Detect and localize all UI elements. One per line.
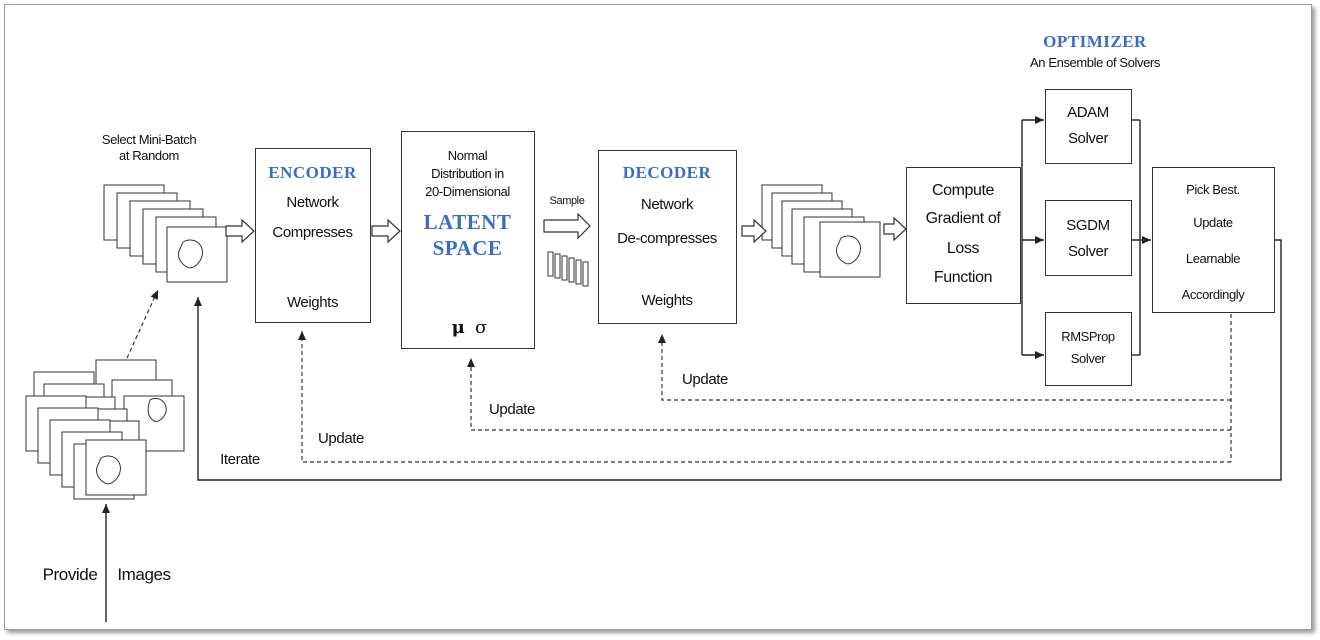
update-latent-label: Update (489, 401, 535, 418)
latent-title: LATENT (423, 210, 512, 234)
output-image-stack (761, 184, 881, 278)
solver-name: RMSProp (1061, 329, 1115, 344)
gradient-loss-text: Loss (946, 240, 980, 257)
flow-block-arrows (225, 212, 907, 244)
decoder-network-text: Network (640, 196, 694, 213)
rmsprop-solver-box: RMSProp Solver (1045, 312, 1132, 386)
update-decoder-label: Update (682, 371, 728, 388)
solver-word: Solver (1067, 243, 1109, 260)
optimizer-title: OPTIMIZER (1043, 32, 1147, 51)
select-minibatch-label: Select Mini-Batch at Random (101, 132, 197, 163)
update-encoder-label: Update (318, 430, 364, 447)
dashed-connectors (126, 289, 1232, 463)
encoder-title: ENCODER (268, 163, 357, 182)
solid-connectors (102, 116, 1282, 622)
pick-best-box: Pick Best. Update Learnable Accordingly (1152, 167, 1275, 313)
latent-normal-text: Normal (447, 148, 488, 163)
encoder-weights-text: Weights (286, 294, 339, 311)
optimizer-subtitle: An Ensemble of Solvers (1030, 55, 1160, 70)
gradient-function-text: Function (933, 269, 993, 286)
solver-word: Solver (1070, 351, 1106, 366)
latent-dimensional-text: 20-Dimensional (425, 184, 510, 199)
sgdm-solver-box: SGDM Solver (1045, 200, 1132, 276)
encoder-box: ENCODER Network Compresses Weights (255, 148, 371, 323)
latent-space-box: Normal Distribution in 20-Dimensional LA… (401, 131, 535, 349)
pick-best-text: Pick Best. (1186, 182, 1240, 197)
latent-distribution-text: Distribution in (431, 166, 504, 181)
adam-solver-box: ADAM Solver (1045, 89, 1132, 164)
iterate-label: Iterate (220, 451, 260, 468)
mu-symbol: μ (451, 317, 465, 338)
provide-label: Provide (42, 565, 98, 584)
gradient-of-text: Gradient of (925, 210, 1001, 227)
gradient-box: Compute Gradient of Loss Function (906, 167, 1021, 304)
sigma-symbol: σ (475, 317, 487, 338)
solver-name: ADAM (1067, 104, 1109, 121)
latent-space-title: SPACE (432, 236, 503, 260)
images-label: Images (117, 565, 171, 584)
encoder-compresses-text: Compresses (272, 224, 353, 241)
minibatch-image-stack (103, 184, 228, 283)
decoder-title: DECODER (622, 163, 712, 182)
dataset-image-stack (25, 359, 185, 500)
decoder-box: DECODER Network De-compresses Weights (598, 150, 737, 324)
sample-label: Sample (549, 195, 585, 207)
pick-accordingly-text: Accordingly (1181, 287, 1245, 302)
pick-learnable-text: Learnable (1185, 251, 1241, 266)
decoder-weights-text: Weights (641, 292, 693, 309)
solver-word: Solver (1067, 130, 1109, 147)
decoder-decompresses-text: De-compresses (617, 230, 717, 247)
gradient-compute-text: Compute (931, 182, 995, 199)
pick-update-text: Update (1193, 215, 1233, 230)
encoder-network-text: Network (286, 194, 339, 211)
solver-name: SGDM (1066, 217, 1110, 234)
